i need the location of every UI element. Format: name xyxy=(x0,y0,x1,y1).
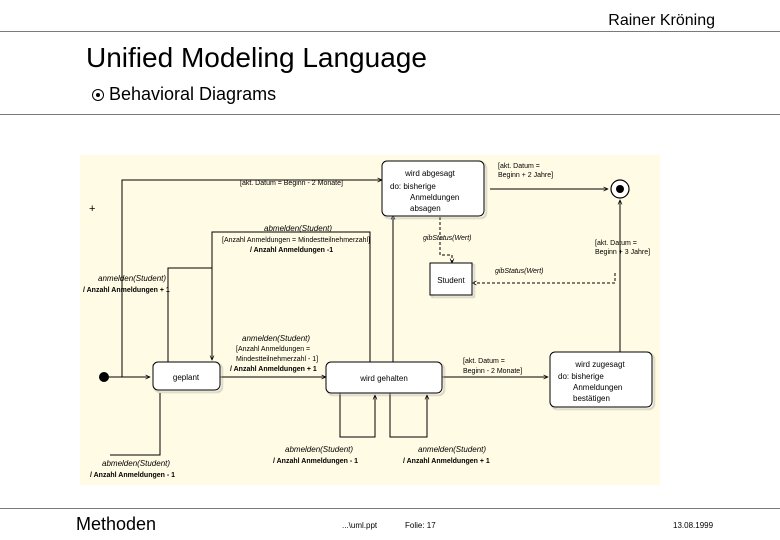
label-guard-bottom-right-2: Beginn - 2 Monate] xyxy=(463,368,522,375)
label-abmelden-bottom-mid: abmelden(Student) xyxy=(285,445,353,454)
state-wird-abgesagt-line1: wird abgesagt xyxy=(404,169,456,178)
label-anmelden-mid-guard2: Mindestteilnehmerzahl - 1] xyxy=(236,356,318,363)
footer-slide-number: Folie: 17 xyxy=(405,521,436,530)
state-student xyxy=(429,262,473,296)
header-rule xyxy=(0,31,780,32)
label-gibstatus-2: gibStatus(Wert) xyxy=(495,268,544,275)
state-wird-zugesagt-line3: Anmeldungen xyxy=(573,383,622,392)
label-anmelden-mid-guard1: [Anzahl Anmeldungen = xyxy=(236,346,310,353)
label-abmelden-bottom-left-action: / Anzahl Anmeldungen - 1 xyxy=(90,472,175,479)
label-guard-top: [akt. Datum = Beginn - 2 Monate] xyxy=(240,180,343,187)
state-student-label: Student xyxy=(437,276,465,285)
footer-course: Methoden xyxy=(76,514,157,534)
state-wird-zugesagt-line1: wird zugesagt xyxy=(574,360,625,369)
state-wird-gehalten xyxy=(325,361,443,394)
state-geplant-label: geplant xyxy=(173,373,200,382)
state-wird-zugesagt-line4: bestätigen xyxy=(573,394,610,403)
loop-anmelden xyxy=(389,393,427,438)
state-wird-zugesagt-line2: do: bisherige xyxy=(558,372,604,381)
author-name: Rainer Kröning xyxy=(608,12,715,29)
label-guard-right-mid-2: Beginn + 3 Jahre] xyxy=(595,249,650,256)
label-abmelden-top-guard: [Anzahl Anmeldungen = Mindestteilnehmerz… xyxy=(222,237,370,244)
state-diagram: geplant wird gehalten Student wird abges… xyxy=(80,155,660,485)
state-wird-abgesagt-line2: do: bisherige xyxy=(390,182,436,191)
bullet-circle-icon xyxy=(92,88,104,101)
loop-abmelden xyxy=(339,393,375,438)
state-wird-gehalten-label: wird gehalten xyxy=(359,374,408,383)
label-guard-top-right-1: [akt. Datum = xyxy=(498,163,540,170)
label-guard-bottom-right-1: [akt. Datum = xyxy=(463,358,505,365)
label-plus: + xyxy=(89,203,95,215)
footer-rule xyxy=(0,508,780,509)
label-anmelden-mid-action: / Anzahl Anmeldungen + 1 xyxy=(230,366,317,373)
label-anmelden-mid: anmelden(Student) xyxy=(242,334,310,343)
label-anmelden-left-action: / Anzahl Anmeldungen + 1 xyxy=(83,287,170,294)
label-anmelden-bottom-right: anmelden(Student) xyxy=(418,445,486,454)
final-state-inner xyxy=(616,185,624,193)
state-wird-abgesagt-line4: absagen xyxy=(410,204,441,213)
label-guard-right-mid-1: [akt. Datum = xyxy=(595,240,637,247)
transition-geplant-abgesagt xyxy=(121,180,382,377)
transition-abmelden-bottom-left xyxy=(110,393,161,456)
label-anmelden-left: anmelden(Student) xyxy=(98,274,166,283)
state-geplant xyxy=(152,361,221,391)
dependency-zugesagt-student xyxy=(472,273,616,283)
label-anmelden-bottom-right-action: / Anzahl Anmeldungen + 1 xyxy=(403,458,490,465)
state-wird-abgesagt xyxy=(381,160,485,217)
state-wird-zugesagt xyxy=(549,351,653,408)
footer-file: ...\uml.ppt xyxy=(342,521,378,530)
label-abmelden-bottom-left: abmelden(Student) xyxy=(102,459,170,468)
footer-date: 13.08.1999 xyxy=(673,521,714,530)
transition-abmelden-top xyxy=(212,231,371,362)
label-gibstatus: gibStatus(Wert) xyxy=(423,235,472,242)
label-abmelden-bottom-mid-action: / Anzahl Anmeldungen - 1 xyxy=(273,458,358,465)
label-abmelden-top: abmelden(Student) xyxy=(264,224,332,233)
state-wird-abgesagt-line3: Anmeldungen xyxy=(410,193,459,202)
bullet-item: Behavioral Diagrams xyxy=(92,84,276,105)
label-guard-top-right-2: Beginn + 2 Jahre] xyxy=(498,172,553,179)
initial-state xyxy=(99,372,109,382)
slide-title: Unified Modeling Language xyxy=(86,42,427,73)
title-rule xyxy=(0,114,780,115)
label-abmelden-top-action: / Anzahl Anmeldungen -1 xyxy=(250,247,333,254)
bullet-text: Behavioral Diagrams xyxy=(109,84,277,104)
